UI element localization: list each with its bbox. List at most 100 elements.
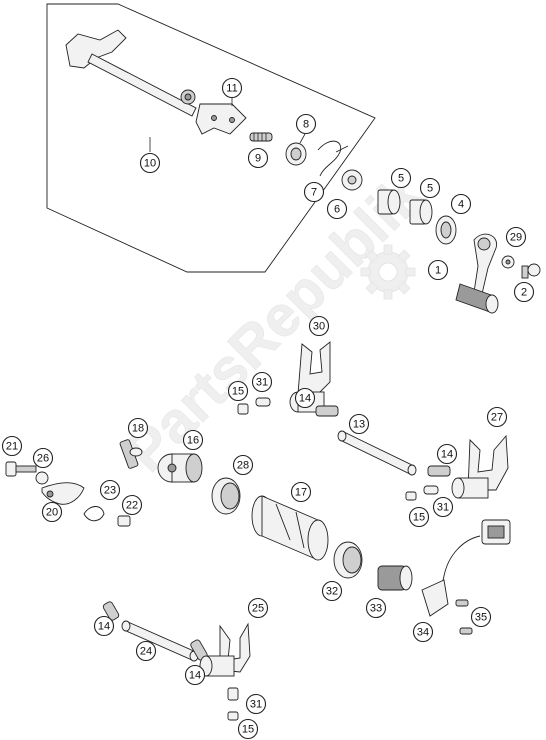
washer [341,169,363,191]
small-washer [501,255,515,269]
spring-right [427,465,451,477]
callout-circle [127,417,149,439]
callout-number: 6 [334,204,340,216]
shift-shaft-group-frame [46,3,376,273]
callout-29: 29 [505,226,527,248]
callout-circle [247,597,269,619]
callout-1: 1 [427,259,449,281]
callout-30: 30 [308,315,330,337]
callout-number: 18 [132,423,144,435]
callout-circle [295,113,317,135]
callout-15: 15 [227,380,249,402]
callout-layer: 1245567891011131414141415151516171820212… [1,77,535,740]
callout-number: 7 [311,187,317,199]
seal-ring [435,215,457,245]
callout-15: 15 [237,718,259,740]
detent-bolt [5,461,37,477]
callout-circle [294,387,316,409]
pin-right-a [405,491,417,501]
callout-number: 9 [255,153,261,165]
callout-number: 17 [295,487,307,499]
callout-circle [513,281,535,303]
shift-lever [455,233,499,314]
callout-31: 31 [245,693,267,715]
callout-number: 27 [491,412,503,424]
callout-15: 15 [408,506,430,528]
callout-number: 14 [299,393,311,405]
callout-number: 4 [458,199,464,211]
callout-circle [365,597,387,619]
callout-number: 26 [37,453,49,465]
callout-2: 2 [513,281,535,303]
callout-number: 31 [437,502,449,514]
callout-circle [184,664,206,686]
callout-number: 21 [6,441,18,453]
small-spring [249,132,273,142]
callout-number: 15 [242,724,254,736]
shift-plate [195,103,247,135]
callout-number: 25 [252,603,264,615]
callout-number: 20 [46,507,58,519]
callout-circle [232,454,254,476]
callout-number: 15 [232,386,244,398]
callout-17: 17 [290,481,312,503]
callout-circle [486,406,508,428]
callout-circle [408,506,430,528]
callout-circle [303,181,325,203]
callout-7: 7 [303,181,325,203]
callout-number: 2 [521,287,527,299]
callout-24: 24 [135,640,157,662]
spring-clip [317,140,349,177]
callout-circle [32,447,54,469]
callout-number: 32 [326,586,338,598]
bearing-b [409,199,433,225]
detent-washer [35,471,49,485]
shift-fork-right [451,434,509,499]
callout-35: 35 [470,606,492,628]
callout-number: 14 [189,670,201,682]
shift-fork-bottom [199,622,251,677]
callout-number: 30 [313,321,325,333]
callout-circle [245,693,267,715]
callout-circle [139,152,161,174]
callout-number: 8 [303,119,309,131]
callout-number: 14 [441,449,453,461]
callout-22: 22 [121,494,143,516]
sensor-screws [455,599,473,635]
callout-31: 31 [432,496,454,518]
position-sensor [421,519,511,617]
callout-14: 14 [184,664,206,686]
callout-16: 16 [182,429,204,451]
fork-shaft [337,430,417,476]
callout-10: 10 [139,152,161,174]
shift-cam [157,453,203,483]
detent-arm [41,482,85,505]
callout-11: 11 [221,77,243,99]
callout-circle [450,193,472,215]
callout-circle [41,501,63,523]
callout-21: 21 [1,435,23,457]
callout-number: 33 [370,603,382,615]
callout-number: 23 [104,485,116,497]
callout-31: 31 [251,371,273,393]
callout-number: 35 [475,612,487,624]
callout-circle [412,621,434,643]
callout-circle [227,380,249,402]
pin-right-b [423,485,439,495]
callout-8: 8 [295,113,317,135]
callout-number: 15 [413,512,425,524]
callout-circle [436,443,458,465]
callout-number: 22 [126,500,138,512]
drum-bearing [211,477,241,515]
callout-number: 29 [510,232,522,244]
detent-bush [117,515,131,527]
callout-circle [121,494,143,516]
callout-circle [326,198,348,220]
callout-14: 14 [436,443,458,465]
callout-number: 34 [417,627,429,639]
callout-number: 10 [144,158,156,170]
sensor-rotor [377,565,413,591]
callout-33: 33 [365,597,387,619]
callout-18: 18 [127,417,149,439]
callout-number: 13 [353,419,365,431]
